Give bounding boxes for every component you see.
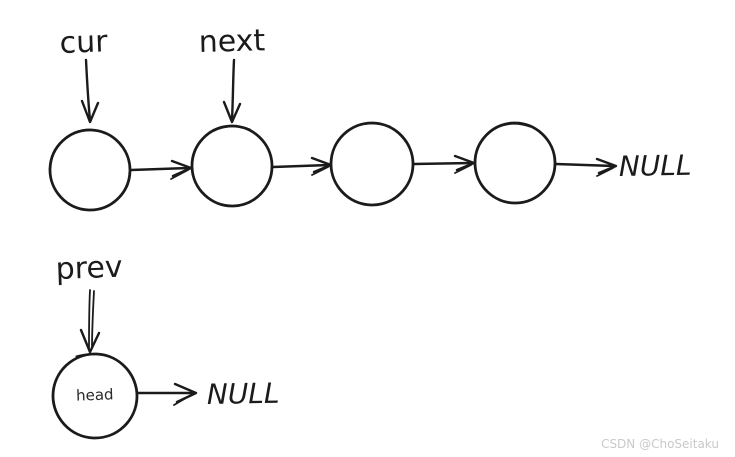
pointer-label-next: next xyxy=(198,23,266,60)
null-label-bottom: NULL xyxy=(207,377,280,411)
null-label-top: NULL xyxy=(619,149,692,183)
list-node-2 xyxy=(190,124,274,208)
pointer-label-cur: cur xyxy=(59,24,109,61)
pointer-label-prev: prev xyxy=(55,250,123,287)
arrow-node4-null-icon xyxy=(554,157,618,177)
prev-pointer-arrow-icon xyxy=(79,289,101,354)
arrow-node1-node2-icon xyxy=(129,159,193,180)
arrow-node2-node3-icon xyxy=(271,156,333,176)
next-pointer-arrow-icon xyxy=(222,58,242,124)
arrow-head-null-icon xyxy=(135,382,198,406)
watermark: CSDN @ChoSeitaku xyxy=(601,437,719,451)
head-node xyxy=(51,352,139,440)
list-node-4 xyxy=(473,121,557,205)
list-node-1 xyxy=(48,128,132,212)
head-node-label: head xyxy=(76,385,114,404)
arrow-node3-node4-icon xyxy=(412,154,476,174)
cur-pointer-arrow-icon xyxy=(80,58,100,124)
list-node-3 xyxy=(329,121,415,207)
